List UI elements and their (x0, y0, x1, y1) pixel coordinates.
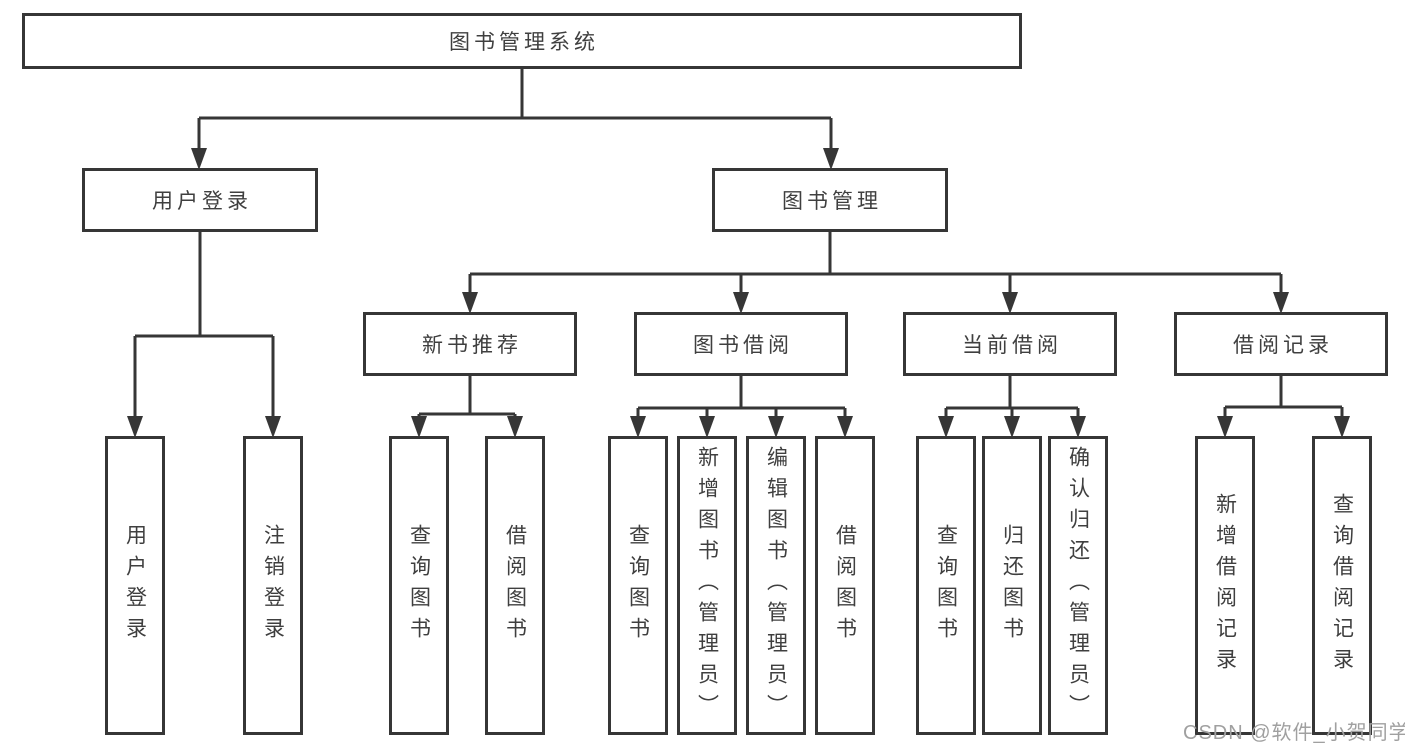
leaf-confirm-return-admin-label: 确认归还（管理员） (1066, 446, 1090, 725)
leaf-query-books-borrowing: 查询图书 (608, 436, 668, 735)
node-user-login: 用户登录 (82, 168, 318, 232)
leaf-query-books-current-label: 查询图书 (934, 523, 958, 648)
leaf-query-books-recommend-label: 查询图书 (407, 523, 431, 648)
leaf-user-login-label: 用户登录 (123, 523, 147, 648)
leaf-query-books-current: 查询图书 (916, 436, 976, 735)
node-current-borrowing-label: 当前借阅 (962, 334, 1062, 357)
watermark-text: CSDN @软件_小贺同学 (1183, 722, 1405, 744)
node-new-book-recommend-label: 新书推荐 (422, 334, 522, 357)
leaf-edit-book-admin-label: 编辑图书（管理员） (764, 446, 788, 725)
node-root-label: 图书管理系统 (449, 31, 599, 54)
leaf-add-book-admin-label: 新增图书（管理员） (695, 446, 719, 725)
node-book-management-label: 图书管理 (782, 190, 882, 213)
leaf-borrow-books-label: 借阅图书 (833, 523, 857, 648)
node-new-book-recommend: 新书推荐 (363, 312, 577, 376)
node-borrowing-records: 借阅记录 (1174, 312, 1388, 376)
node-user-login-label: 用户登录 (152, 190, 252, 213)
leaf-query-books-recommend: 查询图书 (389, 436, 449, 735)
leaf-logout: 注销登录 (243, 436, 303, 735)
leaf-add-borrow-record: 新增借阅记录 (1195, 436, 1255, 735)
leaf-query-borrow-record-label: 查询借阅记录 (1330, 492, 1354, 679)
node-book-borrowing-label: 图书借阅 (693, 334, 793, 357)
leaf-logout-label: 注销登录 (261, 523, 285, 648)
leaf-confirm-return-admin: 确认归还（管理员） (1048, 436, 1108, 735)
leaf-query-borrow-record: 查询借阅记录 (1312, 436, 1372, 735)
leaf-return-book: 归还图书 (982, 436, 1042, 735)
leaf-edit-book-admin: 编辑图书（管理员） (746, 436, 806, 735)
leaf-borrow-books-recommend: 借阅图书 (485, 436, 545, 735)
leaf-query-books-borrowing-label: 查询图书 (626, 523, 650, 648)
node-current-borrowing: 当前借阅 (903, 312, 1117, 376)
leaf-return-book-label: 归还图书 (1000, 523, 1024, 648)
leaf-add-borrow-record-label: 新增借阅记录 (1213, 492, 1237, 679)
leaf-add-book-admin: 新增图书（管理员） (677, 436, 737, 735)
node-book-borrowing: 图书借阅 (634, 312, 848, 376)
node-root: 图书管理系统 (22, 13, 1022, 69)
leaf-user-login: 用户登录 (105, 436, 165, 735)
node-borrowing-records-label: 借阅记录 (1233, 334, 1333, 357)
leaf-borrow-books-recommend-label: 借阅图书 (503, 523, 527, 648)
leaf-borrow-books: 借阅图书 (815, 436, 875, 735)
node-book-management: 图书管理 (712, 168, 948, 232)
